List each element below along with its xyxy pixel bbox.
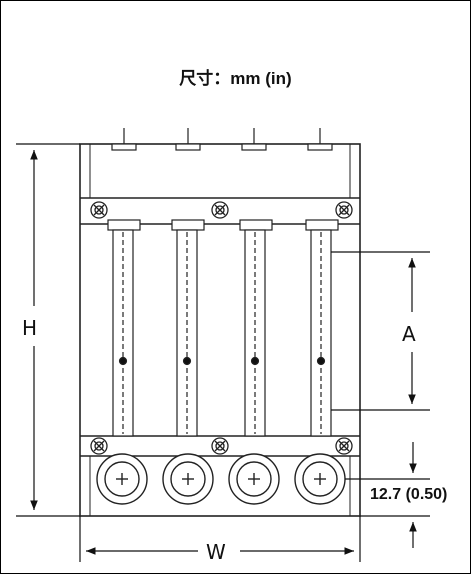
dimension-lines (16, 143, 430, 562)
width-dimension-label: W (206, 540, 226, 564)
units-title: 尺寸：mm (in) (179, 69, 292, 88)
screws (90, 201, 353, 455)
bottom-ports (96, 453, 346, 505)
flow-tubes (107, 219, 339, 437)
a-dimension-label: A (402, 322, 416, 346)
height-dimension-label: H (22, 316, 38, 340)
top-connectors (111, 128, 333, 151)
offset-dimension-label: 12.7 (0.50) (370, 486, 448, 503)
